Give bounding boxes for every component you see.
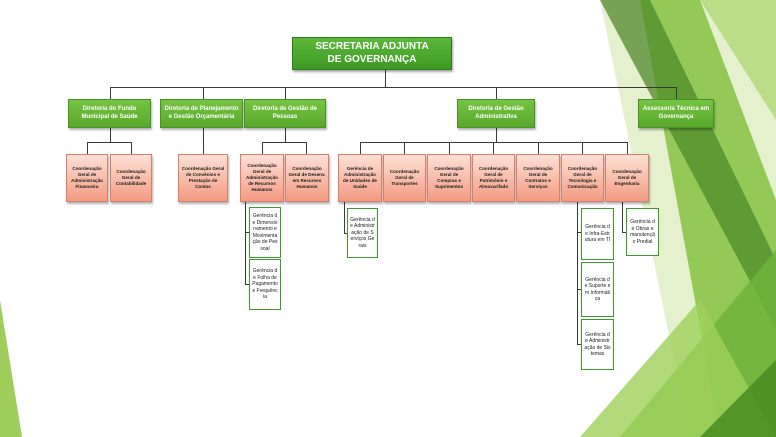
coordination-box: Coordenação Geral de Transportes [383, 154, 426, 202]
coordination-box: Coordenação Geral de Contratos e Serviço… [516, 154, 560, 202]
coordination-box: Coordenação Geral de Engenharia [605, 154, 649, 202]
management-box: Gerência de Obras e manutenção Predial [626, 208, 659, 256]
coordination-box: Gerência de Administração de Unidades de… [338, 154, 382, 202]
management-box: Gerência de Folha de Pagamento e Frequên… [249, 259, 281, 310]
directorate-gestao-administrativa: Diretoria de Gestão Administrativa [457, 99, 535, 128]
coordination-box: Coordenação Geral de Administração de Re… [240, 154, 284, 202]
coordination-box: Coordenação Geral de Desenv. em Recursos… [285, 154, 329, 202]
coordination-box: Coordenação Geral de Tecnologia e Comuni… [561, 154, 604, 202]
management-box: Gerência de Infra-Estrutura em TI [581, 208, 614, 260]
coordination-box: Coordenação Geral de Administração Finan… [66, 154, 108, 202]
coordination-box: Coordenação Geral de Contabilidade [110, 154, 152, 202]
management-box: Gerência de Suporte em Informática [581, 262, 614, 317]
directorate-planejamento: Diretoria de Planejamento e Gestão Orçam… [160, 99, 243, 128]
management-box: Gerência de Administração de Sistemas [581, 319, 614, 370]
coordination-box: Coordenação Geral de Convênios e Prestaç… [178, 154, 228, 202]
management-box: Gerência de Dimensionamento e Movimentaç… [249, 207, 281, 258]
directorate-fundo-saude: Diretoria do Fundo Municipal de Saúde [68, 99, 151, 128]
coordination-box: Coordenação Geral de Compras e Supriment… [427, 154, 471, 202]
top-unit-box: SECRETARIA ADJUNTA DE GOVERNANÇA [292, 37, 452, 70]
coordination-box: Coordenação Geral de Patrimônio e Almoxa… [472, 154, 515, 202]
directorate-assessoria-tecnica: Assessoria Técnica em Governança [638, 99, 714, 128]
management-box: Gerência de Administração de Serviços Ge… [347, 208, 378, 258]
directorate-gestao-pessoas: Diretoria de Gestão de Pessoas [244, 99, 326, 128]
